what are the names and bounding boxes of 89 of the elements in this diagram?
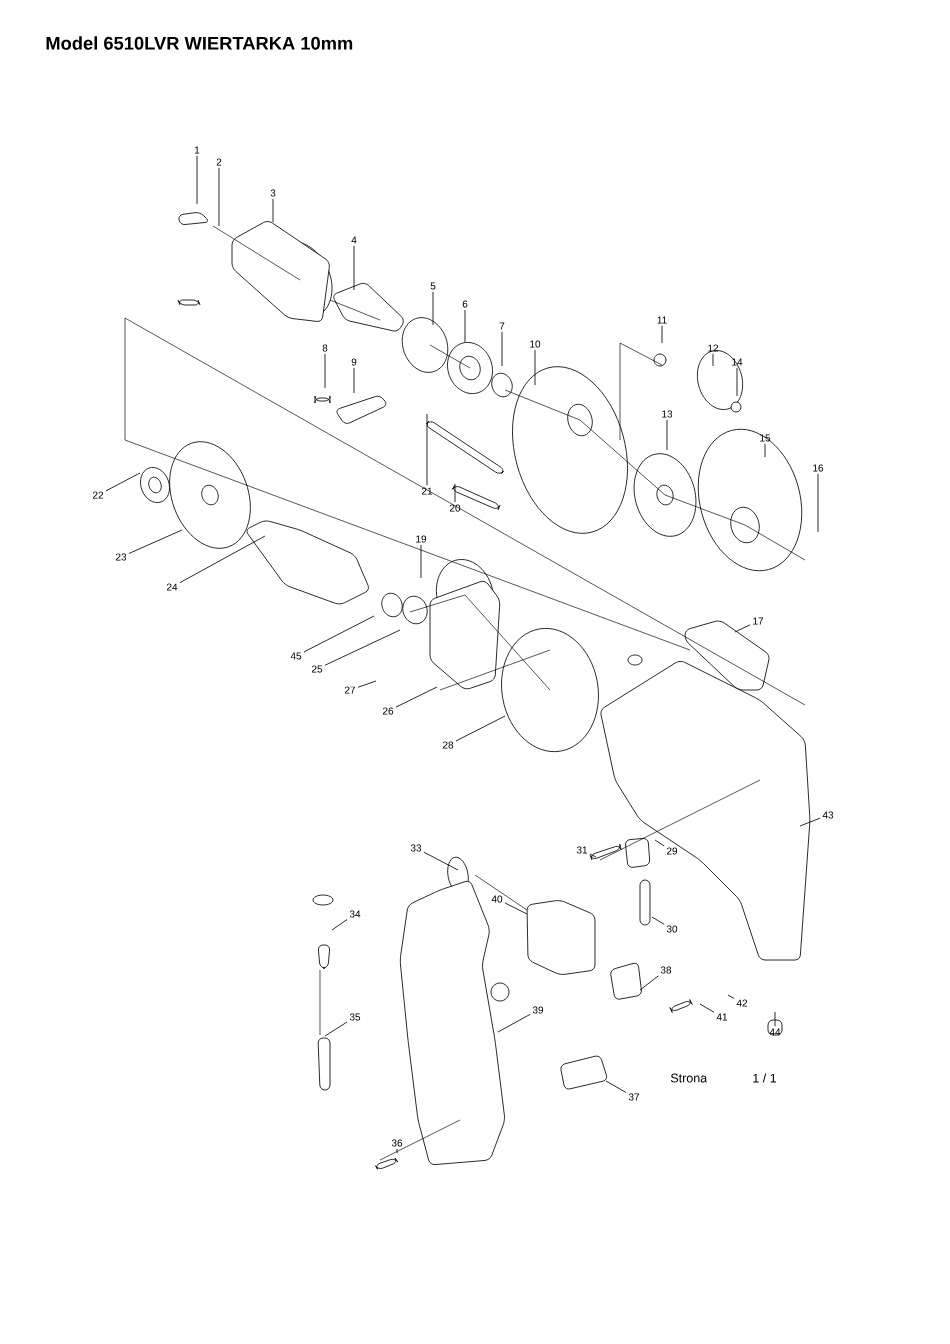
callout-number: 44 <box>769 1028 781 1036</box>
callout-number: 4 <box>351 236 357 244</box>
leader-line <box>534 349 536 386</box>
callout-number: 33 <box>410 844 422 852</box>
leader-line <box>128 529 183 554</box>
leader-line <box>589 853 597 858</box>
callout-number: 19 <box>416 535 427 543</box>
callout-number: 15 <box>760 434 771 442</box>
callout-number: 14 <box>732 358 743 366</box>
callout-number: 26 <box>382 707 394 715</box>
leader-line <box>501 331 503 367</box>
callout-number: 12 <box>708 344 719 352</box>
leader-line <box>734 624 751 633</box>
leader-line <box>420 544 422 579</box>
callout-number: 35 <box>349 1013 361 1021</box>
callout-number: 40 <box>491 895 503 903</box>
callout-number: 43 <box>822 811 834 819</box>
callout-number: 11 <box>657 316 667 324</box>
leader-line <box>455 715 506 742</box>
leader-line <box>423 851 459 871</box>
leader-line <box>324 353 326 389</box>
leader-line <box>605 1080 627 1093</box>
leader-line <box>639 975 659 991</box>
leader-line <box>426 413 428 486</box>
leader-line <box>396 1148 398 1154</box>
leader-line <box>666 419 668 451</box>
callout-number: 27 <box>344 686 356 694</box>
leader-line <box>464 309 466 343</box>
leader-line <box>727 994 735 999</box>
leader-line <box>324 629 401 666</box>
leader-line <box>272 198 274 223</box>
callout-number: 3 <box>270 189 276 197</box>
leader-line <box>774 1011 776 1027</box>
leader-line <box>454 483 456 503</box>
leader-line <box>712 353 714 367</box>
leader-line <box>353 367 355 394</box>
callout-number: 39 <box>532 1006 544 1014</box>
page-number: 1 / 1 <box>753 1073 777 1083</box>
callout-number: 22 <box>92 491 104 499</box>
callout-number: 20 <box>449 504 461 512</box>
callout-number: 34 <box>349 910 361 918</box>
leader-line <box>651 916 665 925</box>
callout-number: 2 <box>216 158 222 166</box>
leader-line <box>353 245 355 291</box>
callout-number: 1 <box>195 146 200 154</box>
callout-number: 24 <box>166 583 178 591</box>
callout-number: 38 <box>660 966 672 974</box>
callout-number: 25 <box>311 665 323 673</box>
leader-line <box>432 291 434 326</box>
callout-number: 30 <box>666 925 678 933</box>
callout-number: 31 <box>576 846 588 854</box>
callout-number: 7 <box>499 322 505 330</box>
leader-line <box>699 1003 715 1013</box>
callout-number: 9 <box>351 358 357 366</box>
leader-line <box>357 680 377 688</box>
callout-number: 36 <box>391 1139 403 1147</box>
callout-number: 45 <box>290 652 302 660</box>
leader-line <box>395 686 438 708</box>
callout-number: 41 <box>716 1013 728 1021</box>
leader-line <box>654 839 665 847</box>
leader-line <box>218 167 220 227</box>
callout-number: 10 <box>530 340 541 348</box>
callout-number: 28 <box>442 741 454 749</box>
leader-line <box>105 472 141 492</box>
callout-number: 6 <box>462 300 468 308</box>
leader-line <box>799 817 821 827</box>
leader-line <box>179 535 266 584</box>
callout-number: 13 <box>662 410 673 418</box>
callout-number: 21 <box>421 487 433 495</box>
leader-line <box>324 1021 348 1037</box>
callout-number: 29 <box>666 847 678 855</box>
callout-number: 37 <box>628 1093 640 1101</box>
leader-line <box>764 443 766 458</box>
title: Model 6510LVR WIERTARKA 10mm <box>46 36 353 50</box>
callout-number: 23 <box>115 553 127 561</box>
leader-line <box>331 919 348 931</box>
leader-line <box>303 615 375 653</box>
callout-number: 42 <box>736 999 748 1007</box>
leader-line <box>504 902 528 915</box>
leader-line <box>817 473 819 533</box>
callout-number: 8 <box>322 344 328 352</box>
callout-number: 16 <box>813 464 824 472</box>
leader-line <box>196 155 198 205</box>
leader-line <box>661 325 663 344</box>
leader-line <box>736 367 738 397</box>
callout-number: 17 <box>753 617 764 625</box>
page-number: Strona <box>670 1073 708 1083</box>
leader-line <box>497 1013 531 1033</box>
callout-number: 5 <box>430 282 436 290</box>
